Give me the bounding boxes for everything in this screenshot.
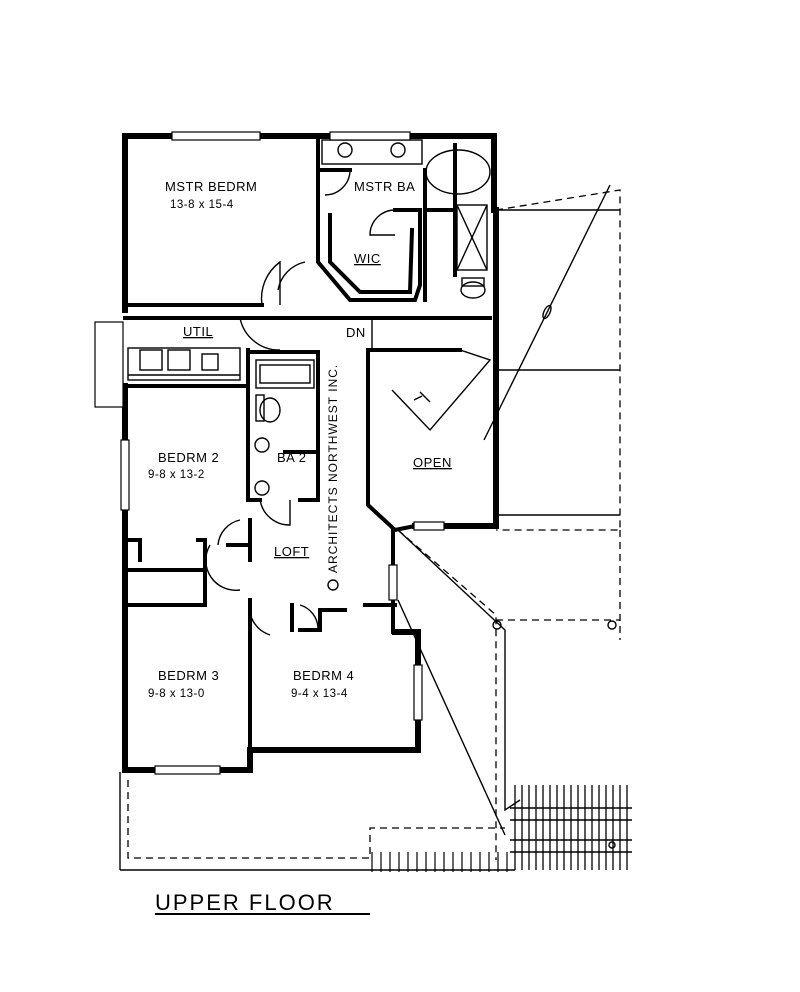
mstr-bedrm-label: MSTR BEDRM <box>165 179 257 194</box>
bedrm-3-size: 9-8 x 13-0 <box>148 688 205 700</box>
stair-dn-label: DN <box>346 325 366 340</box>
mstr-bedrm-size: 13-8 x 15-4 <box>170 199 234 211</box>
windows <box>94 131 445 775</box>
roof-lines <box>119 184 621 871</box>
watermark-text: ARCHITECTS NORTHWEST INC. <box>326 364 340 573</box>
watermark: ARCHITECTS NORTHWEST INC. <box>326 364 340 591</box>
mstr-ba-label: MSTR BA <box>354 179 415 194</box>
open-label: OPEN <box>413 455 452 470</box>
interior-walls <box>123 138 492 752</box>
stair <box>371 318 492 432</box>
wic-label: WIC <box>354 251 381 266</box>
floor-title: UPPER FLOOR <box>155 890 335 915</box>
roof-marks <box>492 620 617 849</box>
deck-railing <box>371 785 632 872</box>
bedrm-2-label: BEDRM 2 <box>158 450 219 465</box>
util-label: UTIL <box>183 324 213 339</box>
door-swings <box>205 169 396 636</box>
bedrm-2-size: 9-8 x 13-2 <box>148 469 205 481</box>
bedrm-4-size: 9-4 x 13-4 <box>291 688 348 700</box>
bedrm-3-label: BEDRM 3 <box>158 668 219 683</box>
ba-2-label: BA 2 <box>277 450 306 465</box>
loft-label: LOFT <box>274 544 309 559</box>
room-labels: MSTR BEDRM 13-8 x 15-4 MSTR BA WIC UTIL … <box>148 179 452 700</box>
bedrm-4-label: BEDRM 4 <box>293 668 354 683</box>
